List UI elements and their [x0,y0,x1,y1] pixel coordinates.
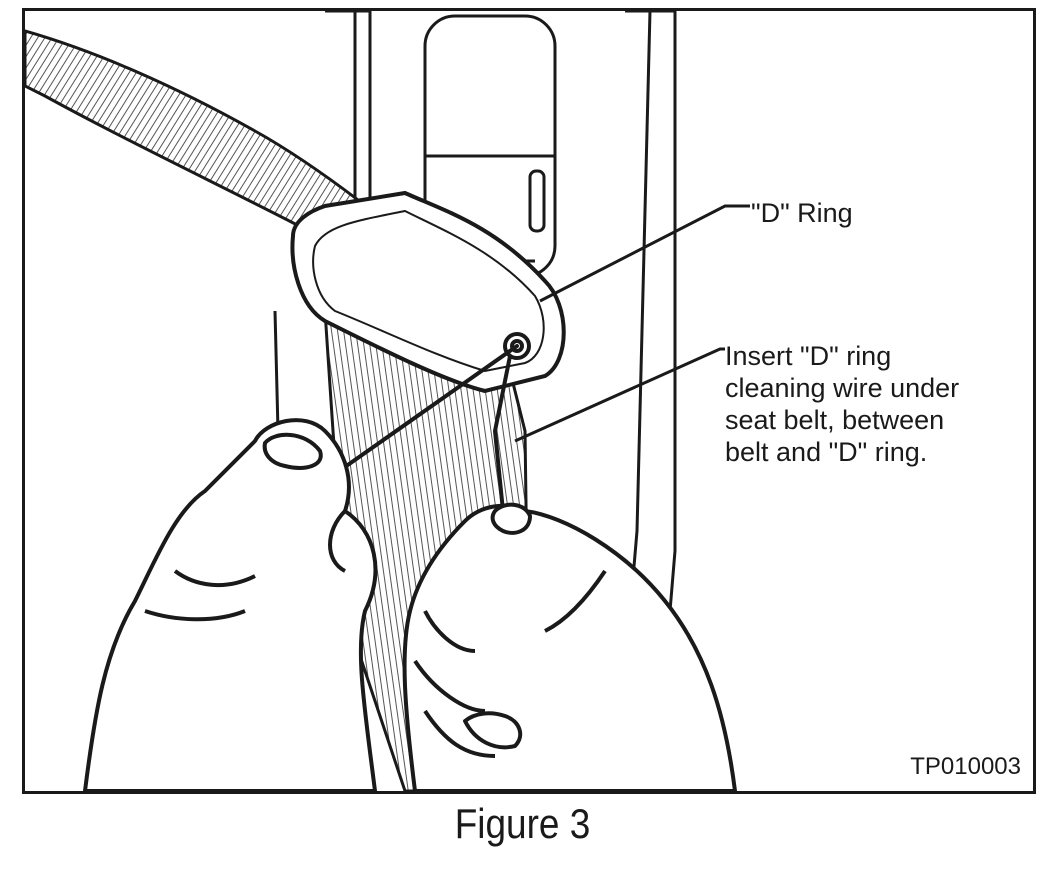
right-hand [402,502,737,791]
figure-code: TP010003 [910,753,1021,780]
cleaning-wire-instruction-label: Insert "D" ring cleaning wire under seat… [725,340,959,468]
d-ring-plate [290,190,566,394]
figure-caption: Figure 3 [454,800,591,847]
seat-belt-d-ring-illustration [25,11,750,791]
instruction-line: cleaning wire under [725,373,960,403]
d-ring-label: "D" Ring [751,198,853,228]
instruction-line: belt and "D" ring. [725,437,928,467]
instruction-line: seat belt, between [725,405,945,435]
leader-lines [514,204,750,443]
figure-frame: "D" Ring Insert "D" ring cleaning wire u… [22,8,1036,794]
left-hand [83,418,378,791]
instruction-line: Insert "D" ring [725,341,892,371]
